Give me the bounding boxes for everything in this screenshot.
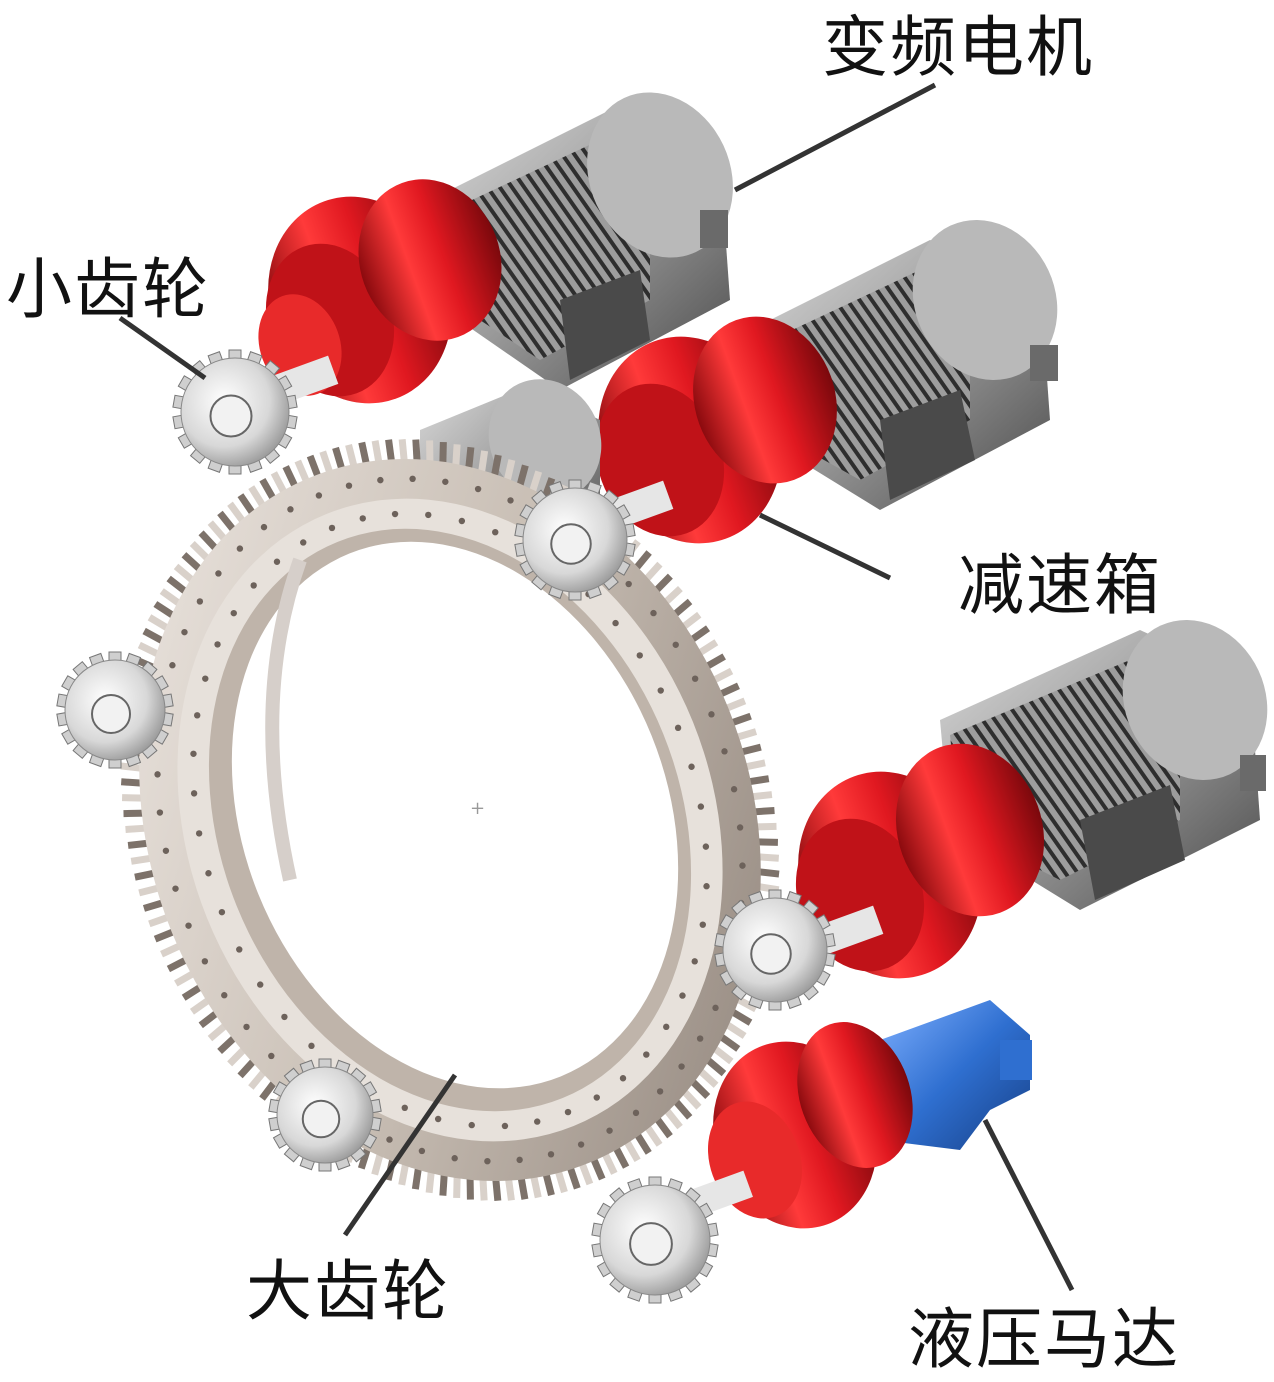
leader-line-hydraulic-motor bbox=[985, 1120, 1072, 1290]
small-pinion-gear bbox=[57, 652, 173, 768]
hydraulic-motor-assembly bbox=[687, 1000, 1032, 1252]
label-gearbox: 减速箱 bbox=[958, 532, 1162, 628]
leader-line-motor bbox=[735, 85, 935, 190]
small-pinion-gear bbox=[592, 1177, 718, 1303]
center-mark: + bbox=[470, 798, 485, 819]
leader-line-gearbox bbox=[760, 515, 890, 578]
small-pinion-gear bbox=[269, 1059, 381, 1171]
small-pinion-gear bbox=[515, 480, 635, 600]
label-hydraulic-motor: 液压马达 bbox=[908, 1286, 1180, 1382]
motor-gearbox-assembly bbox=[770, 596, 1274, 1004]
small-pinion-gear bbox=[715, 890, 835, 1010]
label-variable-frequency-motor: 变频电机 bbox=[822, 0, 1094, 90]
label-ring-gear: 大齿轮 bbox=[246, 1238, 450, 1334]
label-pinion: 小齿轮 bbox=[6, 236, 210, 332]
